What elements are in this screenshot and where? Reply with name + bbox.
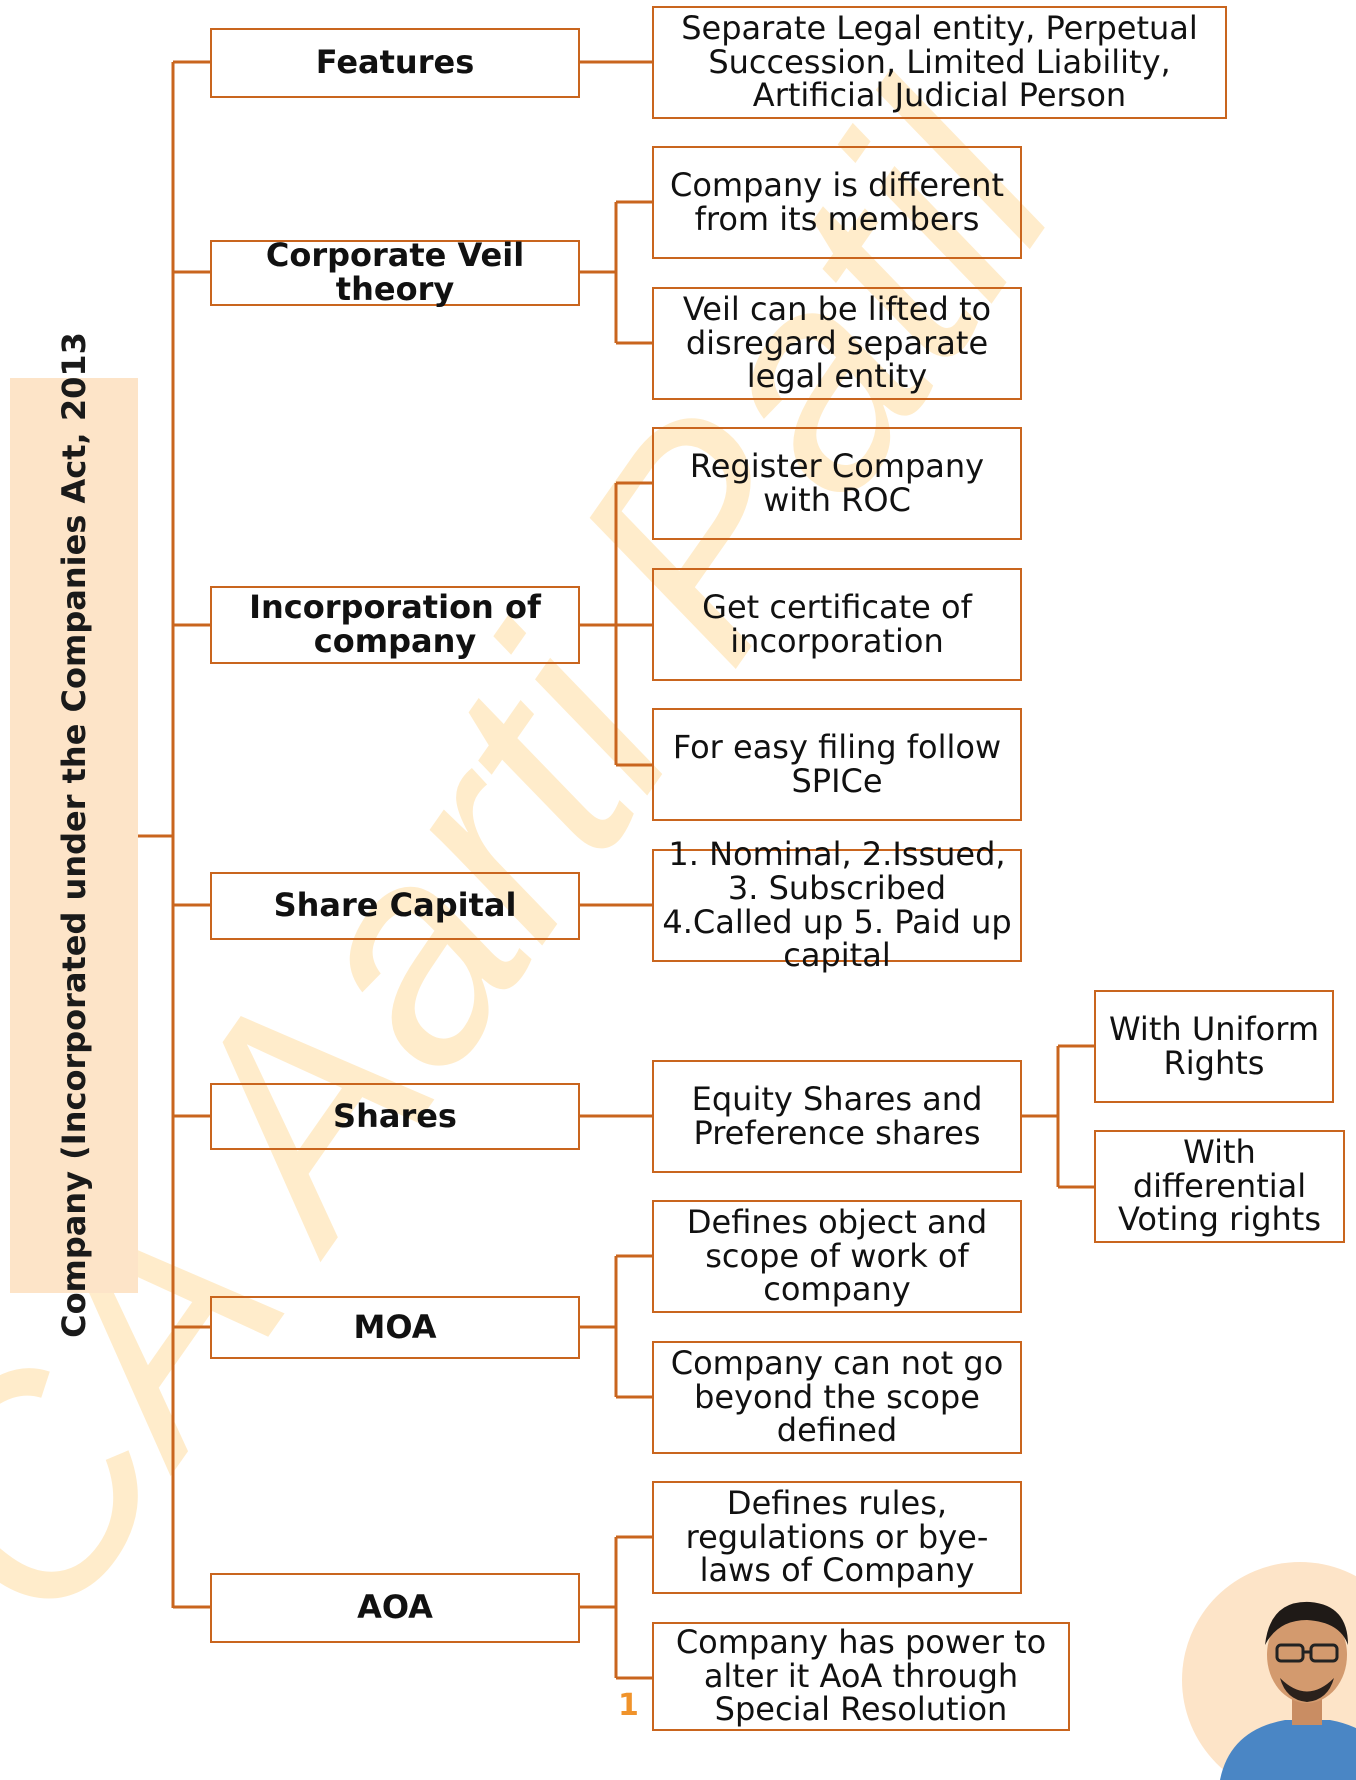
- presenter-avatar-icon: [1182, 1562, 1356, 1780]
- leaf-label: Get certificate of incorporation: [702, 587, 972, 660]
- leaf-register-roc: Register Company with ROC: [652, 427, 1022, 540]
- leaf-label: Equity Shares and Preference shares: [691, 1079, 983, 1152]
- topic-label: Corporate Veil theory: [265, 236, 525, 308]
- leaf-features-detail: Separate Legal entity, Perpetual Success…: [652, 6, 1227, 119]
- leaf-label: Defines object and scope of work of comp…: [686, 1203, 988, 1309]
- topic-label: Share Capital: [273, 886, 517, 925]
- leaf-label: With differential Voting rights: [1117, 1133, 1322, 1239]
- page-number: 1: [618, 1688, 639, 1723]
- leaf-spice: For easy filing follow SPICe: [652, 708, 1022, 821]
- leaf-label: Veil can be lifted to disregard separate…: [682, 290, 992, 396]
- leaf-equity-preference: Equity Shares and Preference shares: [652, 1060, 1022, 1173]
- topic-moa: MOA: [210, 1296, 580, 1359]
- leaf-label: Company is different from its members: [669, 165, 1005, 238]
- root-label: Company (Incorporated under the Companie…: [55, 332, 93, 1338]
- root-node: [10, 378, 138, 1293]
- leaf-label: 1. Nominal, 2.Issued, 3. Subscribed 4.Ca…: [662, 835, 1012, 975]
- leaf-veil-different: Company is different from its members: [652, 146, 1022, 259]
- leaf-label: Defines rules, regulations or bye-laws o…: [685, 1484, 989, 1590]
- leaf-label: With Uniform Rights: [1108, 1009, 1320, 1082]
- topic-label: Shares: [333, 1096, 457, 1135]
- leaf-label: Company has power to alter it AoA throug…: [675, 1623, 1047, 1729]
- topic-share-capital: Share Capital: [210, 872, 580, 940]
- leaf-label: For easy filing follow SPICe: [672, 727, 1002, 800]
- leaf-moa-scope: Company can not go beyond the scope defi…: [652, 1341, 1022, 1454]
- leaf-label: Register Company with ROC: [689, 446, 985, 519]
- topic-label: AOA: [357, 1588, 433, 1627]
- leaf-veil-lifted: Veil can be lifted to disregard separate…: [652, 287, 1022, 400]
- leaf-moa-defines: Defines object and scope of work of comp…: [652, 1200, 1022, 1313]
- topic-features: Features: [210, 28, 580, 98]
- topic-label: MOA: [353, 1307, 437, 1346]
- topic-label: Features: [315, 43, 475, 82]
- topic-corporate-veil-theory: Corporate Veil theory: [210, 236, 580, 308]
- topic-shares: Shares: [210, 1083, 580, 1150]
- leaf-differential-voting: With differential Voting rights: [1094, 1130, 1345, 1243]
- leaf-certificate: Get certificate of incorporation: [652, 568, 1022, 681]
- topic-aoa: AOA: [210, 1573, 580, 1643]
- leaf-label: Separate Legal entity, Perpetual Success…: [681, 9, 1198, 115]
- topic-label: Incorporation of company: [249, 588, 541, 660]
- leaf-aoa-alter: Company has power to alter it AoA throug…: [652, 1622, 1070, 1731]
- leaf-label: Company can not go beyond the scope defi…: [670, 1344, 1004, 1450]
- connector-lines: [138, 60, 1094, 1680]
- leaf-share-capital-types: 1. Nominal, 2.Issued, 3. Subscribed 4.Ca…: [652, 837, 1022, 972]
- leaf-aoa-defines: Defines rules, regulations or bye-laws o…: [652, 1481, 1022, 1594]
- topic-incorporation: Incorporation of company: [210, 586, 580, 664]
- leaf-uniform-rights: With Uniform Rights: [1094, 990, 1334, 1103]
